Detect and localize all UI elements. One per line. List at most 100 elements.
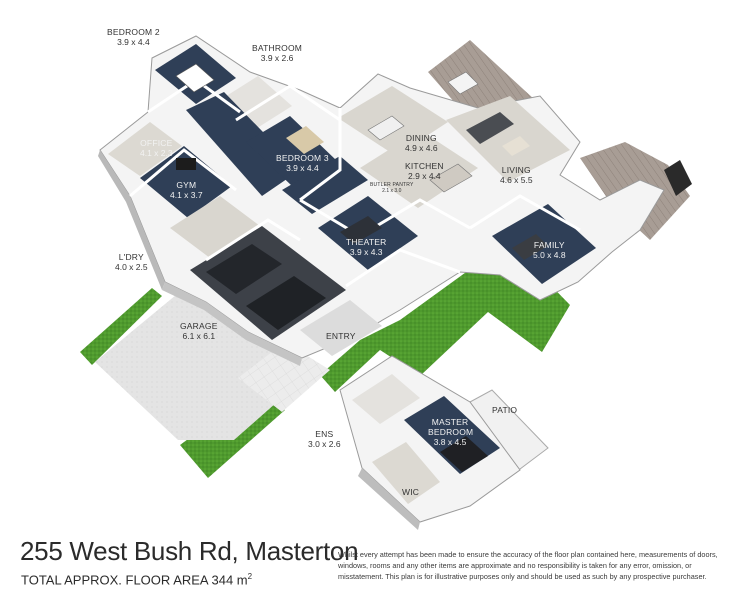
- room-dims: 6.1 x 6.1: [182, 331, 216, 341]
- floor-area-text: TOTAL APPROX. FLOOR AREA 344 m: [21, 572, 248, 588]
- room-label-laundry: L'DRY 4.0 x 2.5: [115, 252, 148, 272]
- sofa: [466, 112, 514, 144]
- hall-floor: [282, 156, 368, 214]
- room-dims: 2.9 x 4.4: [408, 171, 441, 181]
- floor-area: TOTAL APPROX. FLOOR AREA 344 m2: [21, 569, 252, 588]
- master-bed: [440, 436, 488, 472]
- room-label-theater: THEATER 3.9 x 4.3: [346, 237, 386, 257]
- property-address: 255 West Bush Rd, Masterton: [20, 536, 359, 566]
- wall-4: [299, 108, 342, 202]
- wall-side-bottom: [162, 282, 302, 366]
- room-label-bedroom3: BEDROOM 3 3.9 x 4.4: [276, 153, 329, 173]
- room-name: BUTLER PANTRY: [370, 182, 414, 188]
- room-dims: 4.0 x 2.5: [115, 262, 148, 272]
- car-2: [246, 276, 326, 330]
- room-label-gym: GYM 4.1 x 3.7: [170, 180, 203, 200]
- room-label-patio: PATIO: [492, 405, 517, 415]
- room-dims: 3.9 x 4.4: [117, 37, 150, 47]
- room-dims: 4.1 x 3.7: [170, 190, 203, 200]
- room-dims: 3.9 x 4.3: [349, 247, 383, 257]
- wall-6: [469, 194, 581, 232]
- garage-floor: [190, 226, 346, 340]
- kitchen-floor: [360, 130, 478, 208]
- dining-table: [367, 115, 405, 141]
- room-label-office: OFFICE 4.1 x 2.3: [140, 138, 173, 158]
- entry-floor: [300, 300, 382, 356]
- bed2: [175, 63, 215, 93]
- theater-sofa: [340, 216, 382, 244]
- room-name: BEDROOM 2: [107, 27, 160, 37]
- corridor-floor: [186, 92, 300, 196]
- room-dims: 4.6 x 5.5: [500, 175, 533, 185]
- room-name: GYM: [176, 180, 197, 190]
- room-label-bedroom2: BEDROOM 2 3.9 x 4.4: [107, 27, 160, 47]
- room-name: BATHROOM: [252, 43, 303, 53]
- floor-area-unit-superscript: 2: [247, 572, 253, 581]
- room-name: LIVING: [501, 165, 531, 175]
- family-sofa: [512, 234, 548, 260]
- living-floor: [446, 96, 570, 182]
- floor-plan-3d: [80, 35, 692, 530]
- room-label-butler-pantry: BUTLER PANTRY 2.1 x 3.0: [370, 182, 414, 194]
- room-name: DINING: [405, 133, 437, 143]
- car-1: [206, 244, 282, 294]
- bedroom3-floor: [246, 116, 336, 186]
- bbq: [664, 160, 692, 196]
- gym-equipment: [176, 158, 196, 170]
- kitchen-island: [429, 163, 473, 193]
- lawn-center: [320, 262, 570, 392]
- room-dims: 2.1 x 3.0: [382, 188, 402, 194]
- room-name: OFFICE: [140, 138, 173, 148]
- gym-floor: [140, 146, 232, 218]
- wall-7: [205, 218, 301, 262]
- furniture: [175, 63, 692, 330]
- room-dims: 3.0 x 2.6: [308, 439, 341, 449]
- wall-side-left: [98, 150, 165, 290]
- driveway-concrete: [95, 290, 302, 440]
- room-dims: 4.1 x 2.3: [140, 148, 173, 158]
- wall-5: [299, 198, 471, 238]
- room-name: KITCHEN: [405, 161, 444, 171]
- master-wing: [339, 355, 549, 530]
- ensuite-floor: [352, 374, 420, 424]
- room-label-ensuite: ENS 3.0 x 2.6: [308, 429, 341, 449]
- ottoman: [502, 136, 530, 156]
- room-dims: 3.8 x 4.5: [433, 437, 467, 447]
- room-name: FAMILY: [533, 240, 565, 250]
- wall-2: [129, 148, 237, 198]
- room-label-kitchen: KITCHEN 2.9 x 4.4: [405, 161, 444, 181]
- room-dims: 5.0 x 4.8: [533, 250, 566, 260]
- room-dims: 3.9 x 4.4: [286, 163, 319, 173]
- disclaimer: Whilst every attempt has been made to en…: [338, 550, 718, 581]
- room-label-wic: WIC: [402, 487, 419, 497]
- room-name: WIC: [402, 487, 420, 497]
- room-label-bathroom: BATHROOM 3.9 x 2.6: [252, 43, 302, 63]
- room-label-dining: DINING 4.9 x 4.6: [405, 133, 438, 153]
- room-label-master-bedroom: MASTER BEDROOM 3.8 x 4.5: [428, 417, 474, 447]
- driveway: [95, 290, 330, 440]
- lawn-left: [80, 288, 162, 365]
- room-label-family: FAMILY 5.0 x 4.8: [533, 240, 566, 260]
- wic-floor: [372, 442, 440, 504]
- room-name: GARAGE: [180, 321, 218, 331]
- room-label-garage: GARAGE 6.1 x 6.1: [180, 321, 218, 341]
- room-name: THEATER: [346, 237, 387, 247]
- office-floor: [108, 122, 182, 176]
- front-path: [238, 342, 330, 412]
- room-label-living: LIVING 4.6 x 5.5: [500, 165, 533, 185]
- room-name: ENS: [315, 429, 334, 439]
- wall-8: [345, 248, 461, 288]
- room-label-entry: ENTRY: [326, 331, 356, 341]
- outdoor-table: [447, 71, 479, 95]
- room-name: ENTRY: [326, 331, 356, 341]
- master-wing-side: [358, 468, 420, 530]
- bathroom-floor: [220, 76, 292, 130]
- room-dims: 4.9 x 4.6: [405, 143, 438, 153]
- room-name: PATIO: [492, 405, 518, 415]
- room-name: MASTER BEDROOM: [428, 417, 474, 437]
- wall-3: [235, 84, 341, 122]
- room-name: BEDROOM 3: [276, 153, 329, 163]
- laundry-floor: [170, 196, 260, 258]
- interior-walls: [129, 78, 581, 288]
- bed3: [286, 126, 324, 154]
